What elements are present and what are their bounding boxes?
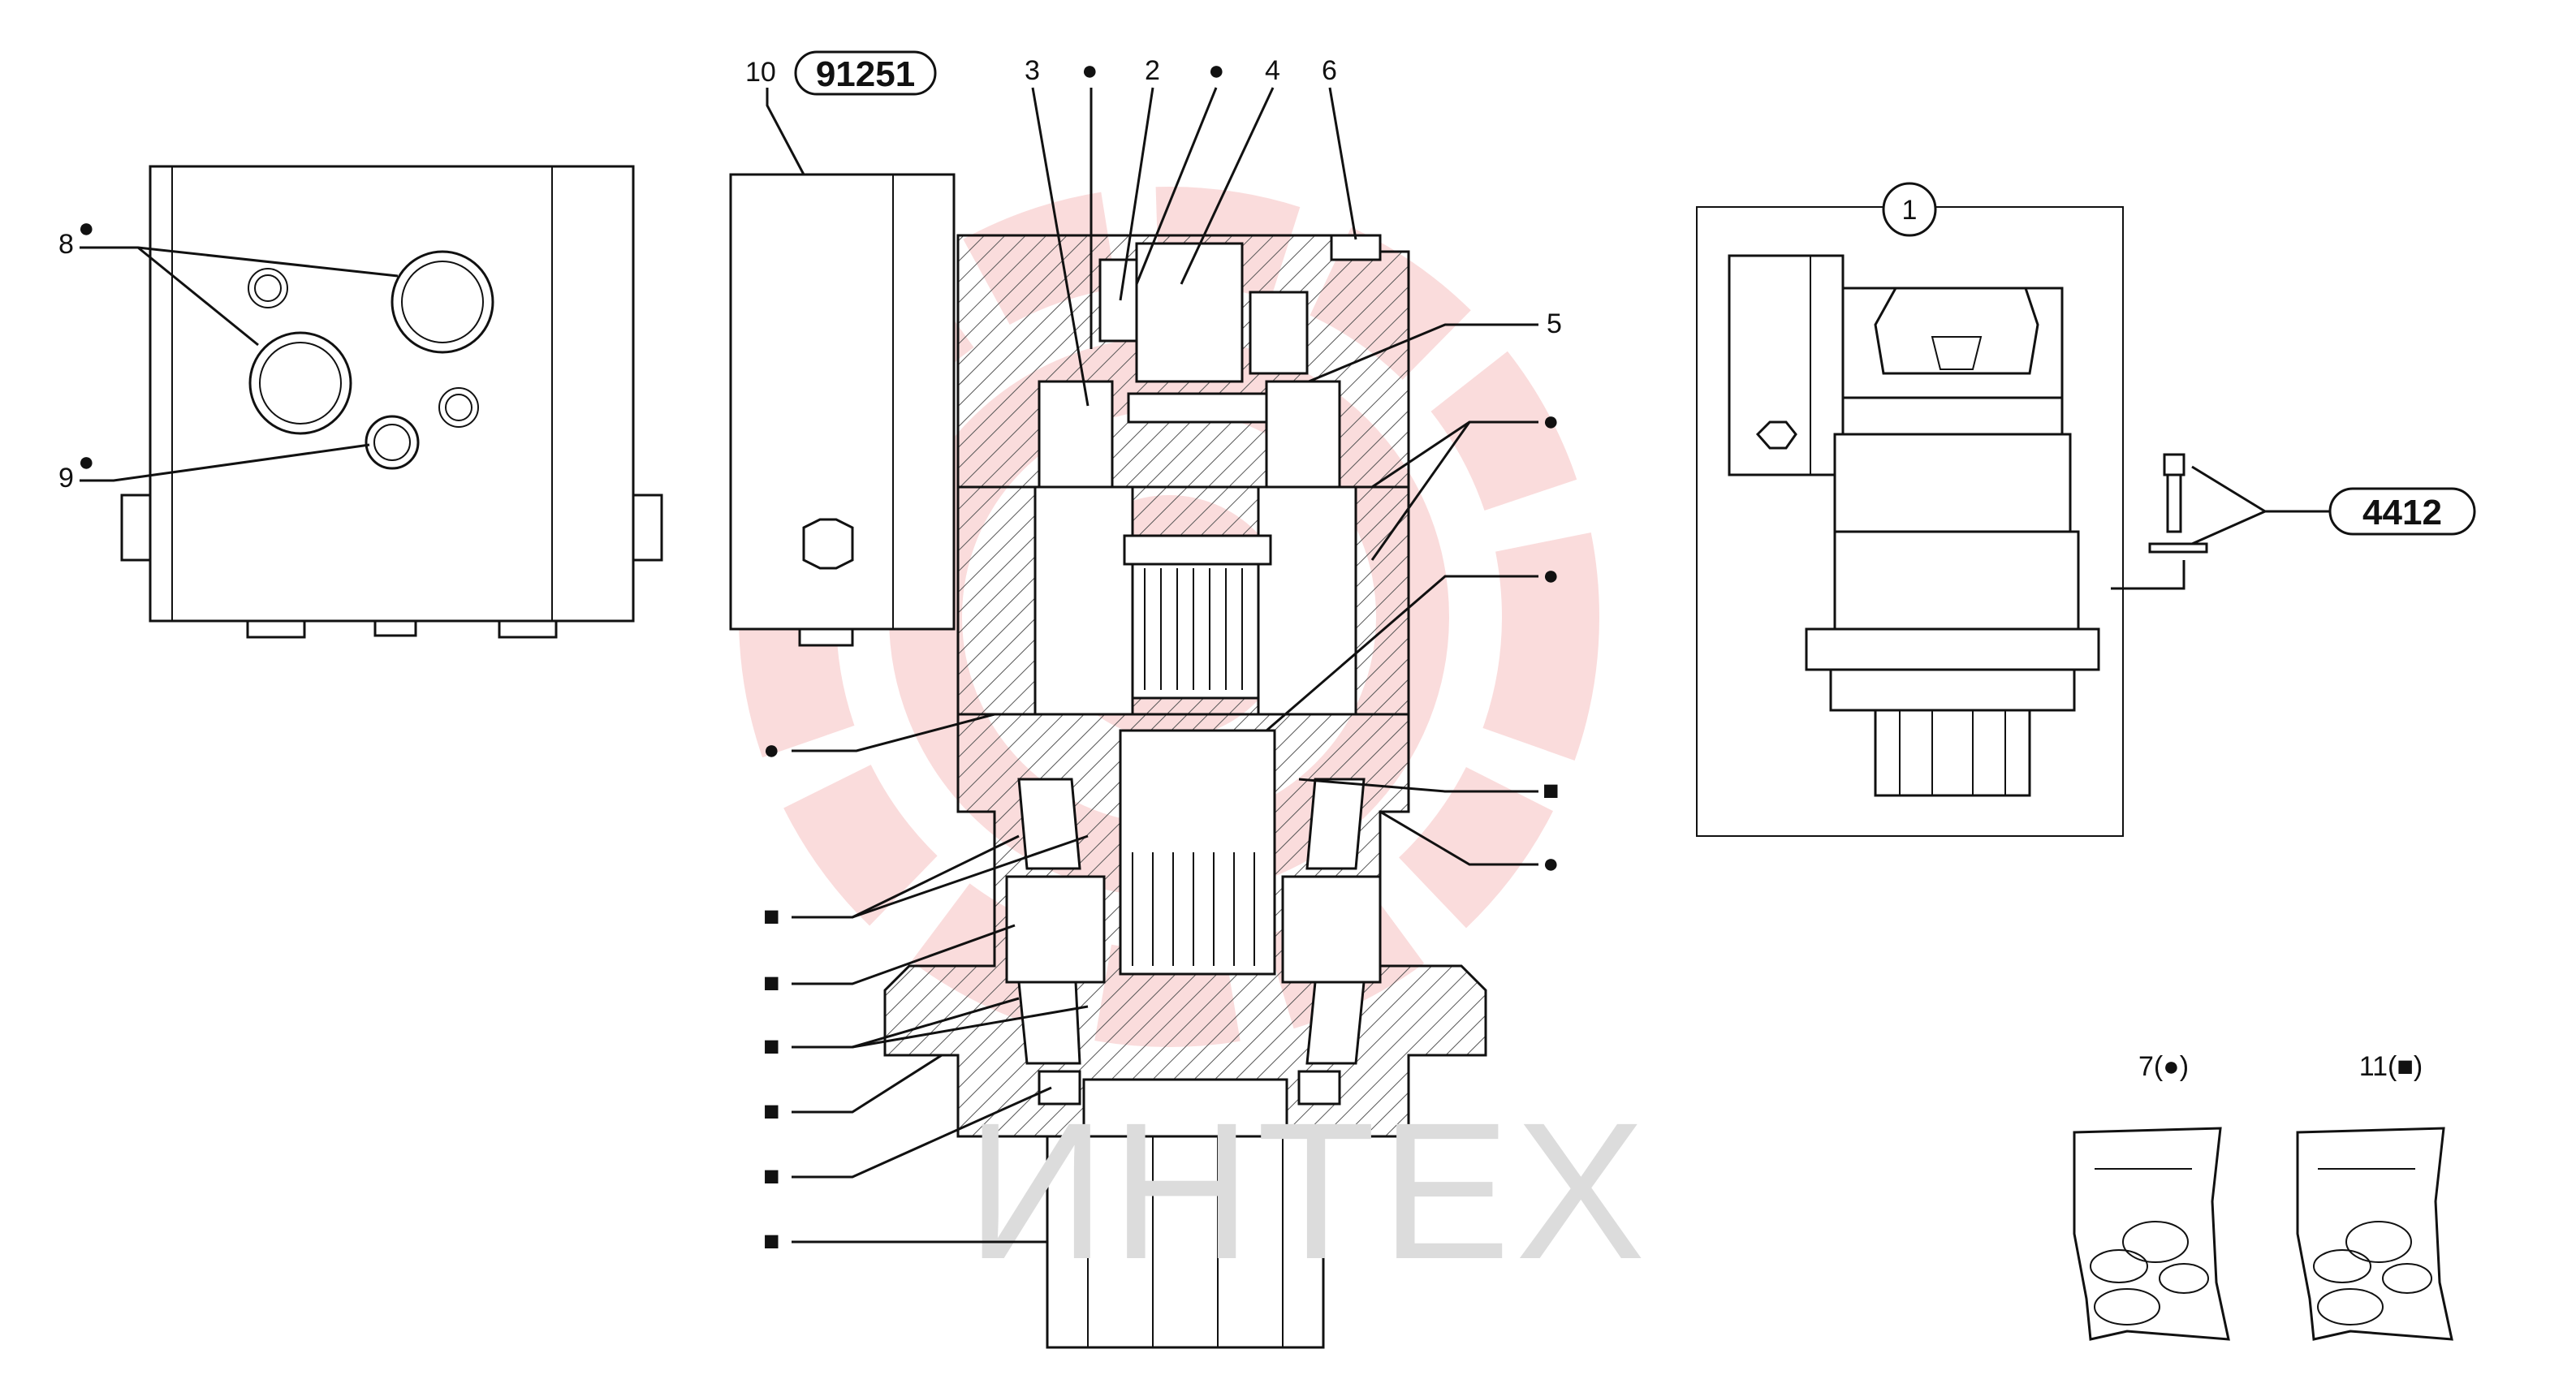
valve-block-top-view xyxy=(120,165,663,639)
seal-kit-bag-11 xyxy=(2296,1127,2453,1341)
label-2: 2 xyxy=(1145,55,1160,86)
marker-square-l1: ■ xyxy=(763,901,780,932)
bearing-lower-right xyxy=(1305,981,1366,1065)
label-1: 1 xyxy=(1902,195,1918,226)
marker-circle-top-2: ● xyxy=(1208,55,1225,86)
port-large-top xyxy=(390,250,494,354)
seal-right xyxy=(1297,1070,1341,1106)
marker-circle-l1: ● xyxy=(763,735,780,765)
label-4: 4 xyxy=(1265,55,1280,86)
kit-badge-4412 xyxy=(2328,487,2476,536)
cardan-shaft-splines-upper xyxy=(1144,568,1243,690)
motor-cross-section xyxy=(883,234,1487,1349)
label-10: 10 xyxy=(745,57,776,88)
kit-code-4412: 4412 xyxy=(2362,493,2442,532)
label-11: 11(■) xyxy=(2359,1051,2423,1082)
label-8: 8 xyxy=(58,229,74,260)
cardan-shaft-splines-lower xyxy=(1132,852,1255,966)
label-3: 3 xyxy=(1025,55,1040,86)
bolt-washer-kit xyxy=(2148,453,2208,554)
marker-square-l2: ■ xyxy=(763,968,780,998)
marker-circle-r1: ● xyxy=(1543,406,1560,437)
marker-square-l5: ■ xyxy=(763,1161,780,1192)
marker-square-l4: ■ xyxy=(763,1096,780,1127)
marker-circle-9: ● xyxy=(78,446,95,477)
bearing-upper-right xyxy=(1305,778,1366,870)
label-6: 6 xyxy=(1322,55,1337,86)
bearing-middle-left xyxy=(1005,875,1106,984)
label-9: 9 xyxy=(58,463,74,494)
label-7: 7(●) xyxy=(2138,1051,2189,1082)
marker-circle-top-1: ● xyxy=(1081,55,1098,86)
marker-square-l6: ■ xyxy=(763,1226,780,1257)
port-large-bottom xyxy=(248,331,352,435)
seal-kit-bag-7 xyxy=(2073,1127,2230,1341)
marker-square-r1: ■ xyxy=(1543,775,1560,806)
label-5: 5 xyxy=(1547,308,1562,339)
valve-cover xyxy=(729,173,956,647)
seal-left xyxy=(1038,1070,1081,1106)
watermark-text: ИНТЕХ xyxy=(966,1082,1650,1300)
bearing-middle-right xyxy=(1281,875,1382,984)
kit-code-91251: 91251 xyxy=(816,54,915,94)
bearing-upper-left xyxy=(1017,778,1081,870)
motor-assembly-view xyxy=(1728,254,2100,797)
bearing-lower-left xyxy=(1017,981,1081,1065)
label-1-circle xyxy=(1882,182,1937,237)
kit-badge-91251 xyxy=(794,50,937,96)
marker-square-l3: ■ xyxy=(763,1031,780,1062)
marker-circle-r2: ● xyxy=(1543,560,1560,591)
marker-circle-8: ● xyxy=(78,213,95,244)
marker-circle-r3: ● xyxy=(1543,848,1560,879)
